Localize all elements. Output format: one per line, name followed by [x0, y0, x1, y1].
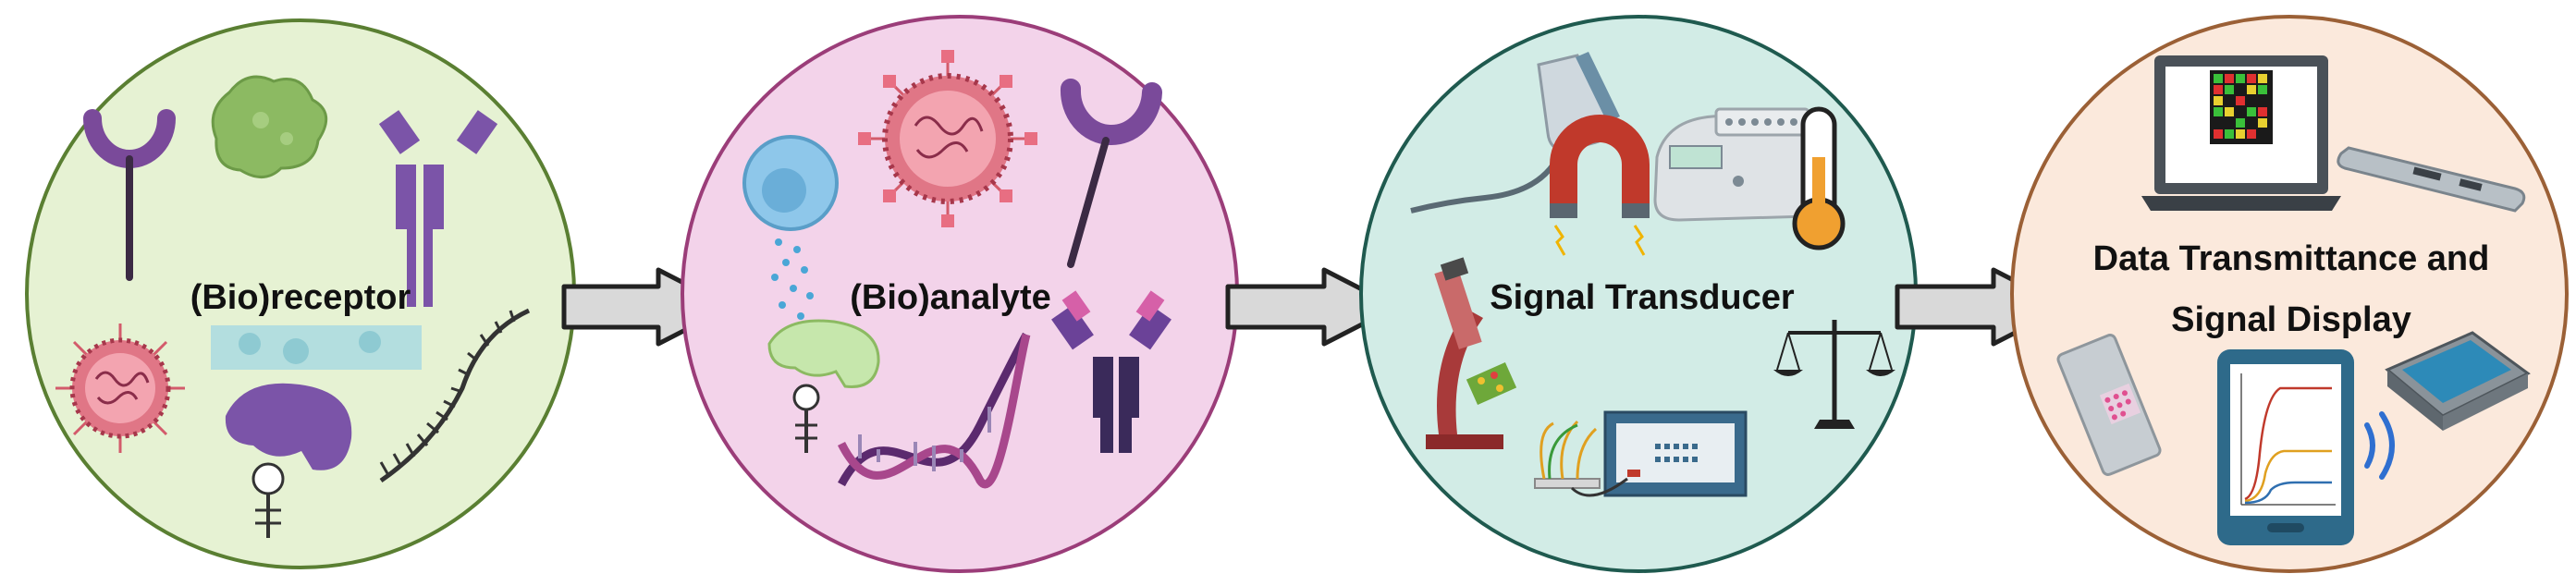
antibody-icon	[1051, 290, 1171, 453]
enzyme-protein-icon	[211, 75, 328, 178]
flow-arrow-2	[1225, 267, 1399, 347]
cell-membrane-icon	[211, 325, 422, 370]
enzyme-aptamer-icon	[767, 319, 880, 453]
enzyme-aptamer-icon	[225, 383, 352, 538]
microarray-heatmap-icon	[2210, 70, 2273, 144]
stage-label-line: (Bio)analyte	[850, 278, 1050, 317]
stage-label-line: Signal Display	[2171, 300, 2411, 339]
aptamer-hook-icon	[1060, 79, 1162, 268]
electrochemical-analyzer-icon	[1534, 410, 1748, 497]
usb-reader-icon	[2337, 146, 2526, 213]
stage-label-line: Data Transmittance and	[2093, 239, 2490, 278]
dna-helix-icon	[837, 332, 1031, 489]
microscope-icon	[1426, 257, 1517, 449]
stage-label-line: Signal Transducer	[1490, 278, 1795, 317]
lab-instrument-icon	[1653, 107, 1833, 222]
magnet-icon	[1550, 115, 1650, 256]
portable-device-icon	[2385, 331, 2531, 431]
stage-analyte: (Bio)analyte	[681, 15, 1239, 573]
stage-receptor: (Bio)receptor	[25, 18, 576, 569]
laptop-icon	[2141, 55, 2341, 211]
cell-icon	[742, 135, 839, 320]
stage-label-analyte: (Bio)analyte	[850, 278, 1050, 317]
test-strip-icon	[2056, 334, 2162, 476]
balance-scale-icon	[1773, 320, 1895, 429]
wireless-signal-icon	[2364, 411, 2395, 480]
tablet-icon	[2217, 349, 2354, 545]
virus-icon	[858, 50, 1037, 227]
stage-label-receptor: (Bio)receptor	[190, 278, 411, 317]
stage-transducer: Signal Transducer	[1359, 15, 1918, 573]
dna-strand-icon	[379, 308, 531, 483]
thermometer-icon	[1792, 106, 1846, 250]
stage-label-transducer: Signal Transducer	[1490, 278, 1795, 317]
stage-label-line: (Bio)receptor	[190, 278, 411, 317]
virus-icon	[55, 324, 185, 453]
antibody-icon	[378, 110, 498, 307]
aptamer-hook-icon	[83, 109, 176, 281]
